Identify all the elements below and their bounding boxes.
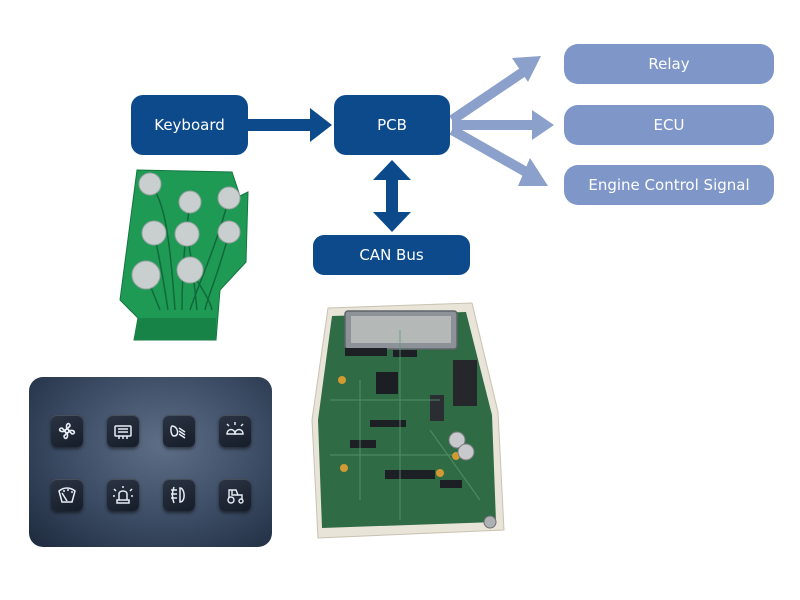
arrow-pcb-can-bidirectional <box>373 160 411 232</box>
headlight-icon[interactable] <box>163 415 195 447</box>
can-bus-node: CAN Bus <box>313 235 470 275</box>
arrow-pcb-to-relay <box>449 56 541 125</box>
arrow-pcb-to-ecu <box>452 110 554 140</box>
pcb-label: PCB <box>377 116 407 134</box>
relay-label: Relay <box>648 55 690 73</box>
arrow-pcb-to-engine-signal <box>449 125 548 186</box>
arrow-keyboard-to-pcb <box>248 108 332 142</box>
fan-icon[interactable] <box>51 415 83 447</box>
keypad-panel <box>29 377 272 547</box>
beacon-icon[interactable] <box>107 479 139 511</box>
engine-control-signal-node: Engine Control Signal <box>564 165 774 205</box>
can-bus-label: CAN Bus <box>359 246 424 264</box>
fog-light-icon[interactable] <box>163 479 195 511</box>
rear-defrost-icon[interactable] <box>107 415 139 447</box>
wiper-icon[interactable] <box>51 479 83 511</box>
keyboard-label: Keyboard <box>154 116 225 134</box>
engine-control-signal-label: Engine Control Signal <box>588 176 750 194</box>
tractor-icon[interactable] <box>219 479 251 511</box>
ecu-node: ECU <box>564 105 774 145</box>
work-light-icon[interactable] <box>219 415 251 447</box>
ecu-label: ECU <box>653 116 685 134</box>
relay-node: Relay <box>564 44 774 84</box>
pcb-node: PCB <box>334 95 450 155</box>
keyboard-node: Keyboard <box>131 95 248 155</box>
